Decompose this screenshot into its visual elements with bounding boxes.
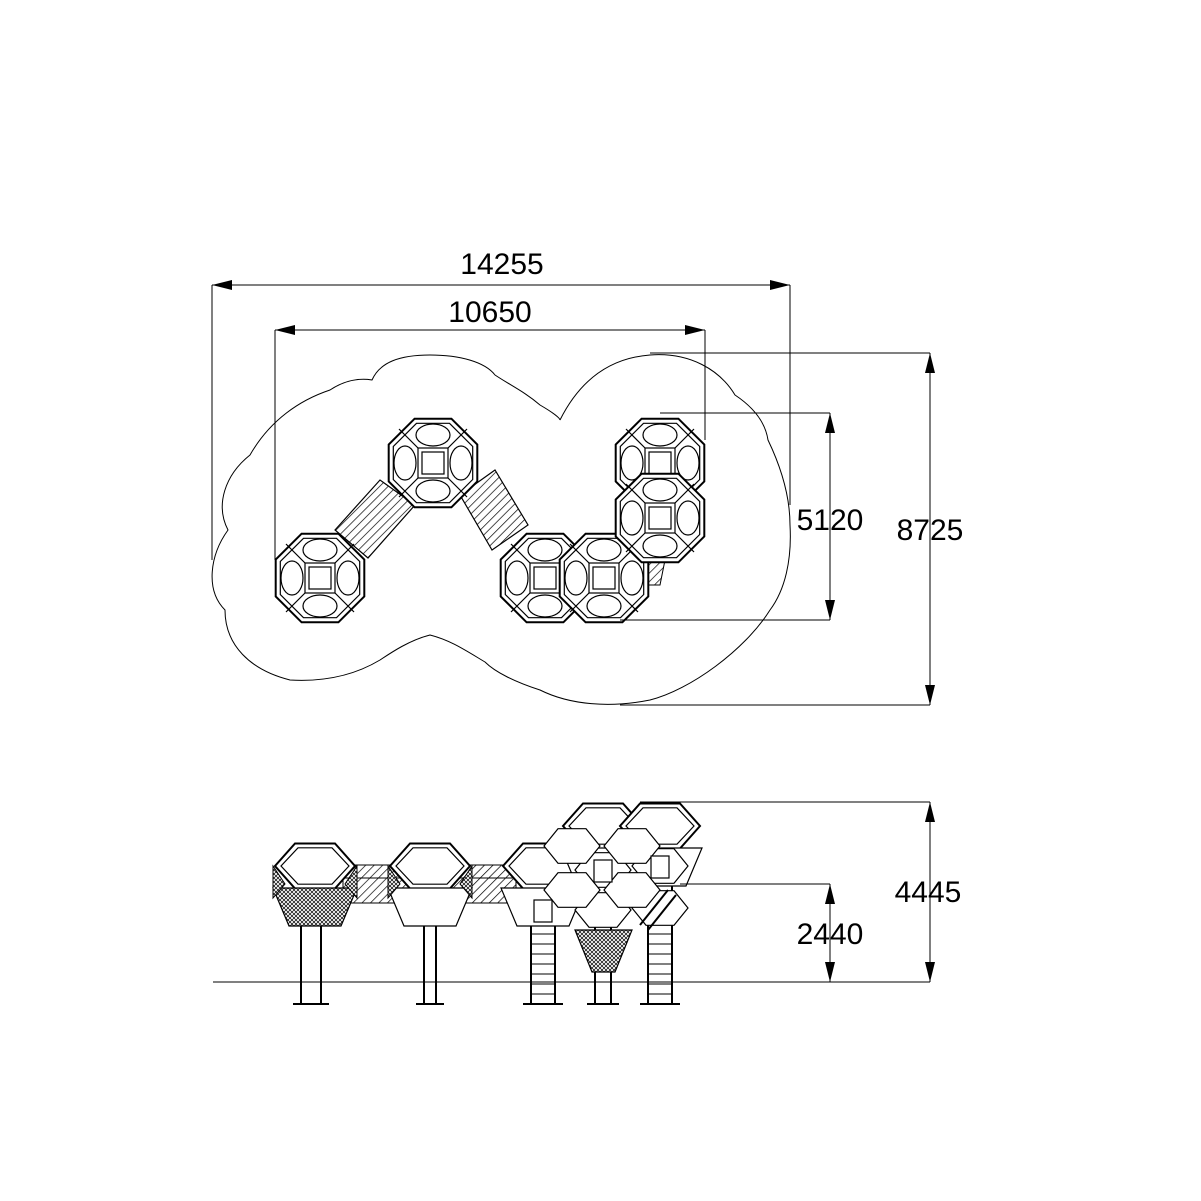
plan-walkway-middle xyxy=(459,469,529,551)
dim-plan-overall-width: 14255 xyxy=(460,248,543,281)
dim-elevation-platform-height: 2440 xyxy=(797,918,864,951)
safety-zone-outline xyxy=(211,354,791,705)
elevation-pod xyxy=(387,842,473,1005)
plan-pod xyxy=(274,532,366,624)
dim-plan-overall-depth: 8725 xyxy=(897,514,964,547)
dim-plan-structure-width: 10650 xyxy=(448,296,531,329)
dim-elevation-total-height: 4445 xyxy=(895,876,962,909)
plan-view: 14255 10650 5120 8725 xyxy=(211,248,964,706)
dim-plan-structure-depth: 5120 xyxy=(797,504,864,537)
plan-pod xyxy=(387,417,479,509)
plan-pod xyxy=(614,472,706,564)
plan-pod xyxy=(558,532,650,624)
elevation-tower-cells xyxy=(533,828,689,973)
elevation-view: 4445 2440 xyxy=(213,801,962,1005)
elevation-pod xyxy=(272,842,358,1005)
